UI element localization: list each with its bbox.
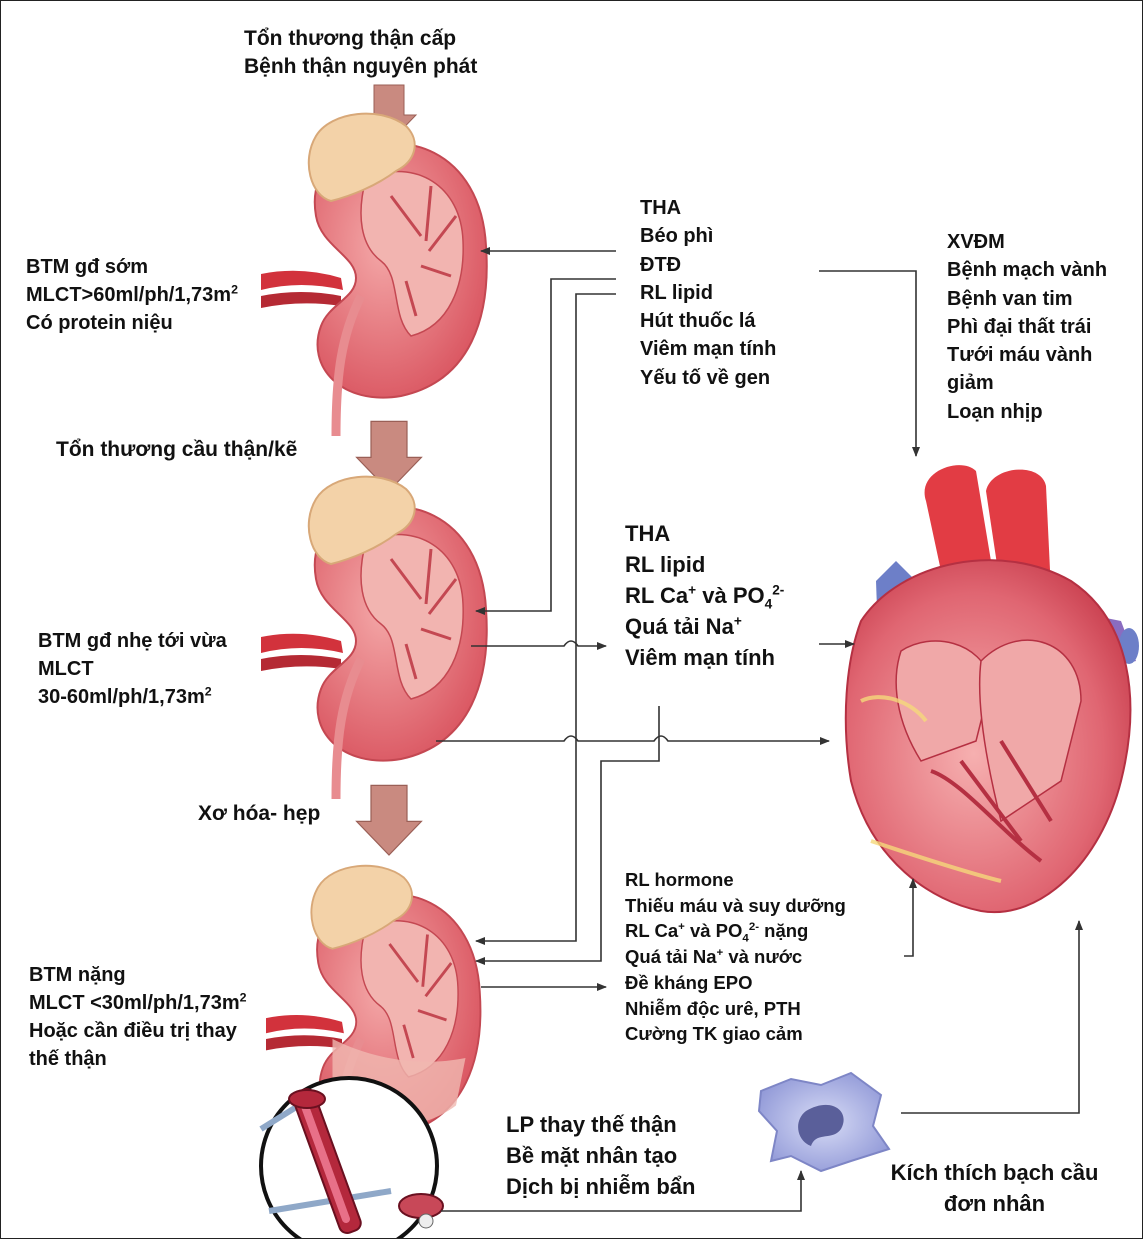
transition1-label: Tổn thương cầu thận/kẽ <box>56 439 297 460</box>
cardiac-item: Bệnh van tim <box>947 285 1107 313</box>
stage2-label: BTM gđ nhẹ tới vừa MLCT 30-60ml/ph/1,73m… <box>38 627 227 711</box>
risk3-hormone: RL hormone <box>625 867 846 893</box>
risk1-item: Béo phì <box>640 222 776 250</box>
cause-acute-kidney-injury: Tổn thương thận cấp <box>244 25 477 53</box>
stage2-title: BTM gđ nhẹ tới vừa <box>38 627 227 655</box>
dialysis-factors: LP thay thế thận Bề mặt nhân tạo Dịch bị… <box>506 1109 695 1202</box>
stage1-title: BTM gđ sớm <box>26 253 238 281</box>
line-monocyte-to-heart <box>901 921 1079 1113</box>
dialysis-item: Dịch bị nhiễm bẩn <box>506 1171 695 1202</box>
line-risk1-to-stage2 <box>476 279 616 611</box>
top-causes: Tổn thương thận cấp Bệnh thận nguyên phá… <box>244 25 477 81</box>
stage2-mlct: MLCT <box>38 655 227 683</box>
cardiac-item: Bệnh mạch vành <box>947 256 1107 284</box>
risk1-item: Yếu tố về gen <box>640 364 776 392</box>
line-risk1-to-stage3 <box>476 294 616 941</box>
stage1-label: BTM gđ sớm MLCT>60ml/ph/1,73m2 Có protei… <box>26 253 238 337</box>
monocyte-label-line2: đơn nhân <box>882 1188 1107 1219</box>
line-risk3-to-heart <box>904 879 913 956</box>
kidney-stage1-illustration <box>261 114 487 436</box>
risk3-anemia: Thiếu máu và suy dưỡng <box>625 893 846 919</box>
transition2-label: Xơ hóa- hẹp <box>198 803 320 824</box>
cardiac-item: Loạn nhịp <box>947 398 1107 426</box>
stage3-title: BTM nặng <box>29 961 247 989</box>
risk3-epo: Đề kháng EPO <box>625 970 846 996</box>
risk3-na-water: Quá tải Na+ và nước <box>625 944 846 970</box>
heart-illustration <box>846 465 1139 912</box>
line-stage2-to-risk2 <box>471 641 606 646</box>
risk1-item: THA <box>640 194 776 222</box>
monocyte-label: Kích thích bạch cầu đơn nhân <box>882 1157 1107 1219</box>
cardiac-item: Phì đại thất trái <box>947 313 1107 341</box>
risk3-ca-po4: RL Ca+ và PO42- nặng <box>625 918 846 944</box>
stage3-gfr: MLCT <30ml/ph/1,73m2 <box>29 989 247 1017</box>
risk1-item: Hút thuốc lá <box>640 307 776 335</box>
cardiac-outcomes: XVĐM Bệnh mạch vành Bệnh van tim Phì đại… <box>947 228 1107 426</box>
cardiac-item: XVĐM <box>947 228 1107 256</box>
risk1-item: Viêm mạn tính <box>640 335 776 363</box>
risk-group2: THA RL lipid RL Ca+ và PO42- Quá tải Na+… <box>625 518 784 673</box>
stage2-gfr: 30-60ml/ph/1,73m2 <box>38 683 227 711</box>
down-arrow-3 <box>357 785 422 855</box>
stage3-rrt: Hoặc cần điều trị thay <box>29 1017 247 1045</box>
cardiac-item: giảm <box>947 369 1107 397</box>
cause-primary-kidney-disease: Bệnh thận nguyên phát <box>244 53 477 81</box>
dialysis-item: Bề mặt nhân tạo <box>506 1140 695 1171</box>
risk-group3: RL hormone Thiếu máu và suy dưỡng RL Ca+… <box>625 867 846 1047</box>
risk3-sympathetic: Cường TK giao cảm <box>625 1021 846 1047</box>
line-risk1-to-heart <box>819 271 916 456</box>
cardiac-item: Tưới máu vành <box>947 341 1107 369</box>
stage3-rrt-cont: thế thận <box>29 1045 247 1073</box>
risk3-uremia: Nhiễm độc urê, PTH <box>625 996 846 1022</box>
dialysis-item: LP thay thế thận <box>506 1109 695 1140</box>
line-stage2-to-heart <box>436 736 829 741</box>
risk1-item: RL lipid <box>640 279 776 307</box>
monocyte-label-line1: Kích thích bạch cầu <box>882 1157 1107 1188</box>
stage1-gfr: MLCT>60ml/ph/1,73m2 <box>26 281 238 309</box>
stage3-label: BTM nặng MLCT <30ml/ph/1,73m2 Hoặc cần đ… <box>29 961 247 1073</box>
risk1-item: ĐTĐ <box>640 251 776 279</box>
risk-group1: THA Béo phì ĐTĐ RL lipid Hút thuốc lá Vi… <box>640 194 776 392</box>
risk2-ca-po4: RL Ca+ và PO42- <box>625 580 784 611</box>
kidney-stage2-illustration <box>261 477 487 799</box>
stage1-protein: Có protein niệu <box>26 309 238 337</box>
monocyte-illustration <box>759 1073 889 1171</box>
risk2-tha: THA <box>625 518 784 549</box>
risk2-lipid: RL lipid <box>625 549 784 580</box>
risk2-inflammation: Viêm mạn tính <box>625 642 784 673</box>
risk2-na-overload: Quá tải Na+ <box>625 611 784 642</box>
